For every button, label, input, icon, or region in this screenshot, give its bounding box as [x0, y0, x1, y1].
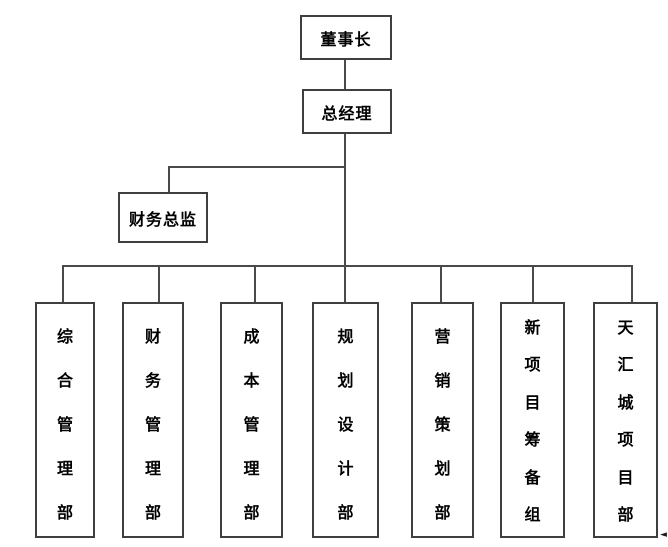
dept-label-char: 项 [617, 430, 634, 450]
connector-fd-branch-vertical [168, 166, 170, 192]
connector-drop-dept-4 [440, 265, 442, 302]
dept-label-char: 城 [617, 392, 634, 412]
dept-label-char: 理 [243, 459, 260, 478]
connector-drop-dept-5 [532, 265, 534, 302]
node-dept-new-project-prep: 新项目筹备组 [500, 302, 565, 538]
node-dept-financial-management: 财务管理部 [122, 302, 184, 538]
dept-label-char: 部 [144, 503, 161, 522]
dept-label-char: 备 [524, 467, 541, 487]
dept-label-char: 部 [56, 503, 73, 522]
dept-label-char: 部 [337, 503, 354, 522]
node-dept-planning-design: 规划设计部 [312, 302, 379, 538]
dept-label-char: 成 [243, 327, 260, 346]
dept-label-char: 管 [56, 415, 73, 434]
dept-label-char: 本 [243, 371, 260, 390]
dept-label-char: 筹 [524, 430, 541, 450]
node-chairman: 董事长 [300, 15, 392, 60]
node-dept-marketing-planning: 营销策划部 [411, 302, 474, 538]
arrow-artifact-icon: ◄ [660, 530, 667, 540]
dept-label-char: 目 [617, 467, 634, 487]
dept-label-char: 汇 [617, 355, 634, 375]
connector-distributor [62, 265, 633, 267]
dept-label-char: 部 [243, 503, 260, 522]
connector-chairman-gm [344, 60, 346, 89]
dept-label-char: 部 [434, 503, 451, 522]
dept-label-char: 管 [243, 415, 260, 434]
dept-label-char: 计 [337, 459, 354, 478]
node-dept-tianhuicheng-project: 天汇城项目部 [593, 302, 658, 538]
node-finance-director-label: 财务总监 [128, 209, 197, 229]
dept-label-char: 目 [524, 392, 541, 412]
connector-drop-dept-6 [631, 265, 633, 302]
node-chairman-label: 董事长 [320, 29, 372, 49]
connector-drop-dept-3 [344, 265, 346, 302]
node-dept-cost-management: 成本管理部 [220, 302, 283, 538]
connector-gm-trunk [344, 134, 346, 266]
dept-label-char: 项 [524, 355, 541, 375]
node-finance-director: 财务总监 [118, 192, 208, 243]
dept-label-char: 规 [337, 327, 354, 346]
connector-drop-dept-1 [158, 265, 160, 302]
dept-label-char: 理 [56, 459, 73, 478]
node-dept-general-management: 综合管理部 [35, 302, 95, 538]
node-general-manager-label: 总经理 [321, 103, 373, 123]
dept-label-char: 部 [617, 504, 634, 524]
dept-label-char: 理 [144, 459, 161, 478]
connector-fd-branch-horizontal [168, 166, 345, 168]
connector-drop-dept-0 [62, 265, 64, 302]
dept-label-char: 划 [337, 371, 354, 390]
dept-label-char: 营 [434, 327, 451, 346]
dept-label-char: 天 [617, 318, 634, 337]
dept-label-char: 销 [434, 371, 451, 390]
dept-label-char: 合 [56, 371, 73, 390]
dept-label-char: 策 [434, 415, 451, 434]
dept-label-char: 财 [144, 327, 161, 346]
dept-label-char: 设 [337, 415, 354, 434]
dept-label-char: 务 [144, 371, 161, 390]
dept-label-char: 划 [434, 459, 451, 478]
connector-drop-dept-2 [254, 265, 256, 302]
dept-label-char: 组 [524, 504, 541, 524]
dept-label-char: 综 [56, 327, 73, 346]
dept-label-char: 新 [524, 318, 541, 337]
node-general-manager: 总经理 [302, 89, 392, 134]
dept-label-char: 管 [144, 415, 161, 434]
